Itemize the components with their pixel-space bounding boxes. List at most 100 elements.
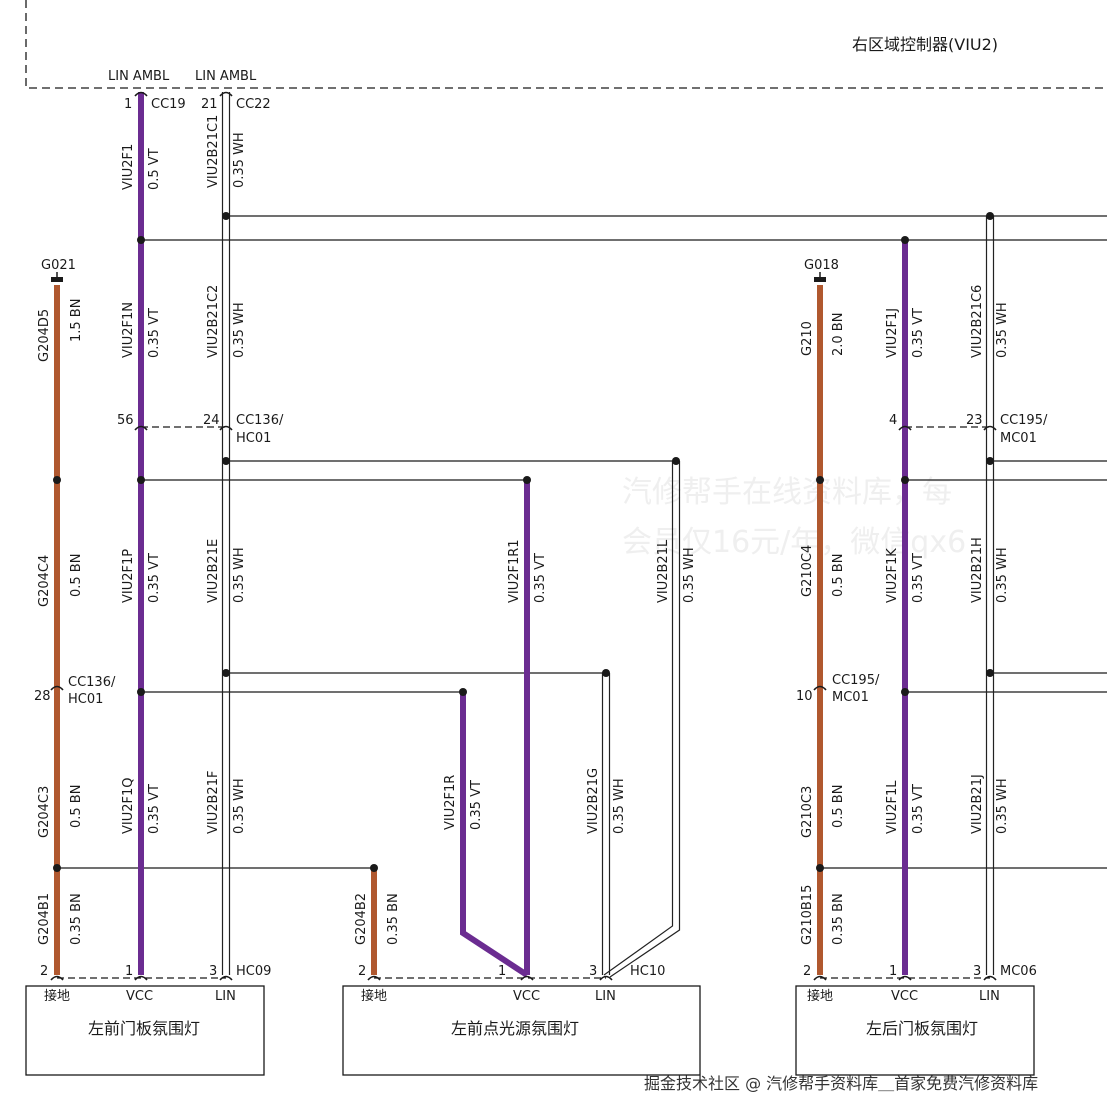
- wire-id: VIU2B21H: [970, 537, 985, 603]
- pin-56: 56: [117, 413, 134, 428]
- wire-id: VIU2B21C2: [206, 285, 221, 358]
- component-name: 左后门板氛围灯: [866, 1019, 978, 1038]
- pin-4: 4: [889, 413, 897, 428]
- wire-spec: 0.35 WH: [995, 547, 1010, 603]
- pin-label: LIN: [215, 989, 236, 1004]
- wire-id: VIU2B21E: [206, 539, 221, 603]
- pin-number: 3: [209, 964, 217, 979]
- wire-labels: VIU2F1 0.5 VT VIU2B21C1 0.35 WH VIU2F1N …: [37, 115, 1010, 945]
- wire-spec: 0.35 WH: [995, 302, 1010, 358]
- wire-id: VIU2F1Q: [121, 778, 136, 835]
- pin-number: 3: [973, 964, 981, 979]
- inline-connector-labels: 56 24 CC136/ HC01 4 23 CC195/ MC01 28 CC…: [34, 413, 1048, 707]
- pin-number: 1: [498, 964, 506, 979]
- wire-spec: 0.35 WH: [232, 302, 247, 358]
- wire-id: G210C3: [800, 786, 815, 838]
- wire-id: G210C4: [800, 545, 815, 597]
- component-name: 左前门板氛围灯: [88, 1019, 200, 1038]
- wire-id: G204B2: [354, 893, 369, 945]
- connector-hc01-a: HC01: [236, 431, 271, 446]
- wire-id: VIU2B21J: [970, 774, 985, 834]
- component-left-front-point-light: 2 1 3 HC10 接地 VCC LIN 左前点光源氛围灯: [342, 964, 701, 1076]
- wire-id: G210: [800, 321, 815, 356]
- wire-spec: 0.35 WH: [995, 778, 1010, 834]
- wire-id: G204C3: [37, 786, 52, 838]
- wire-spec: 0.5 BN: [831, 554, 846, 597]
- wire-id: VIU2B21F: [206, 771, 221, 834]
- wire-spec: 0.5 BN: [831, 785, 846, 828]
- wire-spec: 0.5 VT: [147, 148, 162, 190]
- component-left-rear-door-light: 2 1 3 MC06 接地 VCC LIN 左后门板氛围灯: [795, 964, 1037, 1076]
- pin-markers: [50, 91, 997, 981]
- pin-label: 接地: [361, 988, 387, 1004]
- wire-id: VIU2F1R: [443, 775, 458, 830]
- ground-g021: G021: [41, 258, 76, 282]
- controller-name: 右区域控制器(VIU2): [852, 35, 998, 54]
- component-connector: MC06: [1000, 964, 1037, 979]
- wire-id: VIU2F1L: [885, 780, 900, 834]
- controller-pin-label-2: LIN AMBL: [195, 69, 257, 84]
- connector-cc195-a: CC195/: [1000, 413, 1048, 428]
- wire-id: VIU2F1: [121, 144, 136, 190]
- controller-connector-cc22: CC22: [236, 97, 271, 112]
- ground-g021-label: G021: [41, 258, 76, 273]
- wire-id: VIU2B21C6: [970, 285, 985, 358]
- wire-id: G204D5: [37, 309, 52, 362]
- wh-wires: [221, 92, 995, 978]
- wire-id: VIU2B21G: [586, 768, 601, 834]
- wire-spec: 2.0 BN: [831, 313, 846, 356]
- connector-mc01-b: MC01: [832, 690, 869, 705]
- controller-box: 右区域控制器(VIU2) LIN AMBL LIN AMBL 1 CC19 21…: [25, 0, 1107, 112]
- pin-label: LIN: [595, 989, 616, 1004]
- pin-label: VCC: [891, 989, 918, 1004]
- wire-id: VIU2F1P: [121, 549, 136, 603]
- pin-number: 2: [358, 964, 366, 979]
- connector-mc01-a: MC01: [1000, 431, 1037, 446]
- connector-cc195-b: CC195/: [832, 673, 880, 688]
- pin-label: 接地: [807, 988, 833, 1004]
- pin-label: 接地: [44, 988, 70, 1004]
- pin-label: LIN: [979, 989, 1000, 1004]
- connector-cc136-a: CC136/: [236, 413, 284, 428]
- controller-pin-1: 1: [124, 97, 132, 112]
- pin-label: VCC: [513, 989, 540, 1004]
- component-name: 左前点光源氛围灯: [451, 1019, 579, 1038]
- wire-spec: 0.35 VT: [147, 553, 162, 603]
- controller-connector-cc19: CC19: [151, 97, 186, 112]
- pin-label: VCC: [126, 989, 153, 1004]
- wire-spec: 0.5 BN: [69, 554, 84, 597]
- wire-spec: 0.35 WH: [682, 547, 697, 603]
- wire-spec: 0.35 BN: [831, 893, 846, 945]
- pin-10: 10: [796, 689, 813, 704]
- connector-cc136-b: CC136/: [68, 675, 116, 690]
- pin-number: 3: [589, 964, 597, 979]
- component-connector: HC09: [236, 964, 271, 979]
- pin-24: 24: [203, 413, 220, 428]
- splice-dots: [53, 212, 994, 872]
- wire-id: VIU2F1K: [885, 548, 900, 603]
- pin-number: 1: [889, 964, 897, 979]
- ground-g018-label: G018: [804, 258, 839, 273]
- wire-spec: 0.35 WH: [232, 132, 247, 188]
- wire-id: G204B1: [37, 893, 52, 945]
- pin-number: 1: [125, 964, 133, 979]
- wire-spec: 0.35 WH: [232, 547, 247, 603]
- wire-id: VIU2F1J: [885, 308, 900, 358]
- wire-spec: 0.35 WH: [612, 778, 627, 834]
- wire-spec: 0.35 VT: [911, 784, 926, 834]
- pin-28: 28: [34, 689, 51, 704]
- wire-spec: 0.35 WH: [232, 778, 247, 834]
- wire-id: G204C4: [37, 555, 52, 607]
- wire-id: VIU2F1R1: [507, 539, 522, 603]
- wire-spec: 0.35 VT: [147, 308, 162, 358]
- wire-spec: 1.5 BN: [69, 299, 84, 342]
- wire-id: VIU2B21C1: [206, 115, 221, 188]
- pin-number: 2: [40, 964, 48, 979]
- wire-id: VIU2F1N: [121, 302, 136, 358]
- controller-pin-21: 21: [201, 97, 218, 112]
- wire-spec: 0.35 BN: [69, 893, 84, 945]
- component-left-front-door-light: 2 1 3 HC09 接地 VCC LIN 左前门板氛围灯: [25, 964, 271, 1076]
- watermark-line-1: 汽修帮手在线资料库，每: [622, 475, 952, 510]
- connector-hc01-b: HC01: [68, 692, 103, 707]
